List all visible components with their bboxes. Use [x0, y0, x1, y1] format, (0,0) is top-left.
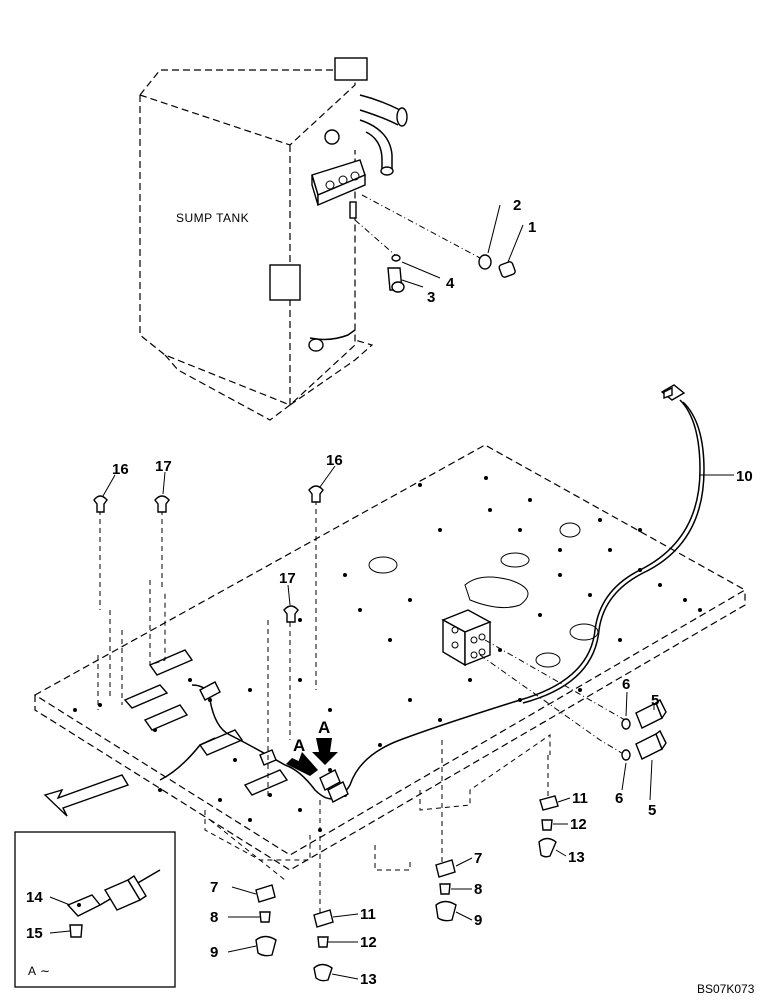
detail-tilde: ∼ — [40, 964, 50, 978]
grommet-9a — [255, 935, 277, 957]
callout-12: 12 — [360, 934, 377, 951]
sump-tank: SUMP TANK — [139, 57, 408, 421]
right-fittings — [621, 698, 667, 761]
bolt-17b — [283, 605, 299, 623]
bolt-16b — [308, 485, 324, 503]
detail-view-box: A ∼ — [14, 831, 176, 988]
callout-9: 9 — [210, 944, 218, 961]
floor-plate — [33, 444, 747, 881]
screw-8a — [259, 911, 271, 923]
screw-12a — [541, 819, 553, 831]
callout-14: 14 — [26, 889, 43, 906]
callout-17: 17 — [279, 570, 296, 587]
callout-12: 12 — [570, 816, 587, 833]
callout-13: 13 — [360, 971, 377, 988]
callout-6: 6 — [622, 676, 630, 693]
view-arrows: A A — [286, 718, 338, 776]
view-arrow-label: A — [318, 718, 330, 737]
o-ring-6b — [621, 749, 631, 761]
callout-11: 11 — [360, 906, 376, 923]
callout-16: 16 — [326, 452, 343, 469]
callout-11: 11 — [572, 790, 588, 807]
bolts — [93, 485, 324, 800]
tank-label-plate — [269, 264, 301, 301]
callout-8: 8 — [210, 909, 218, 926]
tank-cap — [334, 57, 368, 81]
manifold-block — [311, 159, 366, 207]
bolt-16a — [93, 495, 108, 513]
callout-4: 4 — [446, 275, 455, 292]
callout-10: 10 — [736, 468, 753, 485]
callout-6: 6 — [615, 790, 623, 807]
callout-5: 5 — [648, 802, 656, 819]
view-arrow-label: A — [293, 736, 305, 755]
callout-16: 16 — [112, 461, 129, 478]
leader-lines — [49, 204, 734, 980]
detail-label: A — [28, 964, 36, 978]
clamp-11b — [313, 909, 334, 928]
grommet-9b — [435, 900, 457, 922]
callout-labels: 1 2 3 4 5 5 6 6 7 7 8 8 9 9 10 11 11 12 … — [26, 197, 753, 988]
bolt-17a — [154, 495, 170, 513]
front-arrow — [43, 774, 130, 817]
clamp-7a — [255, 884, 276, 903]
valve-block — [441, 609, 626, 756]
o-ring-2 — [478, 254, 492, 270]
callout-17: 17 — [155, 458, 172, 475]
screw-8b — [439, 883, 451, 895]
callout-7: 7 — [474, 850, 482, 867]
clamp-7b — [435, 859, 456, 878]
bolt-15 — [69, 924, 83, 938]
clamp-11a — [539, 795, 559, 811]
callout-1: 1 — [528, 219, 536, 236]
clamp-set — [255, 740, 559, 982]
o-ring-6a — [621, 718, 631, 730]
callout-5: 5 — [651, 692, 659, 709]
callout-2: 2 — [513, 197, 521, 214]
callout-3: 3 — [427, 289, 435, 306]
tank-fittings — [354, 194, 516, 293]
callout-9: 9 — [474, 912, 482, 929]
callout-13: 13 — [568, 849, 585, 866]
grommet-13b — [313, 963, 333, 982]
plug-1 — [498, 261, 516, 278]
callout-7: 7 — [210, 879, 218, 896]
callout-8: 8 — [474, 881, 482, 898]
wire-harness — [159, 384, 705, 803]
grommet-13a — [538, 837, 557, 858]
callout-15: 15 — [26, 925, 43, 942]
screw-12b — [317, 936, 329, 948]
clamp-14 — [66, 894, 102, 917]
drawing-code: BS07K073 — [697, 982, 755, 996]
o-ring-4 — [391, 254, 401, 262]
tank-label: SUMP TANK — [176, 211, 249, 225]
